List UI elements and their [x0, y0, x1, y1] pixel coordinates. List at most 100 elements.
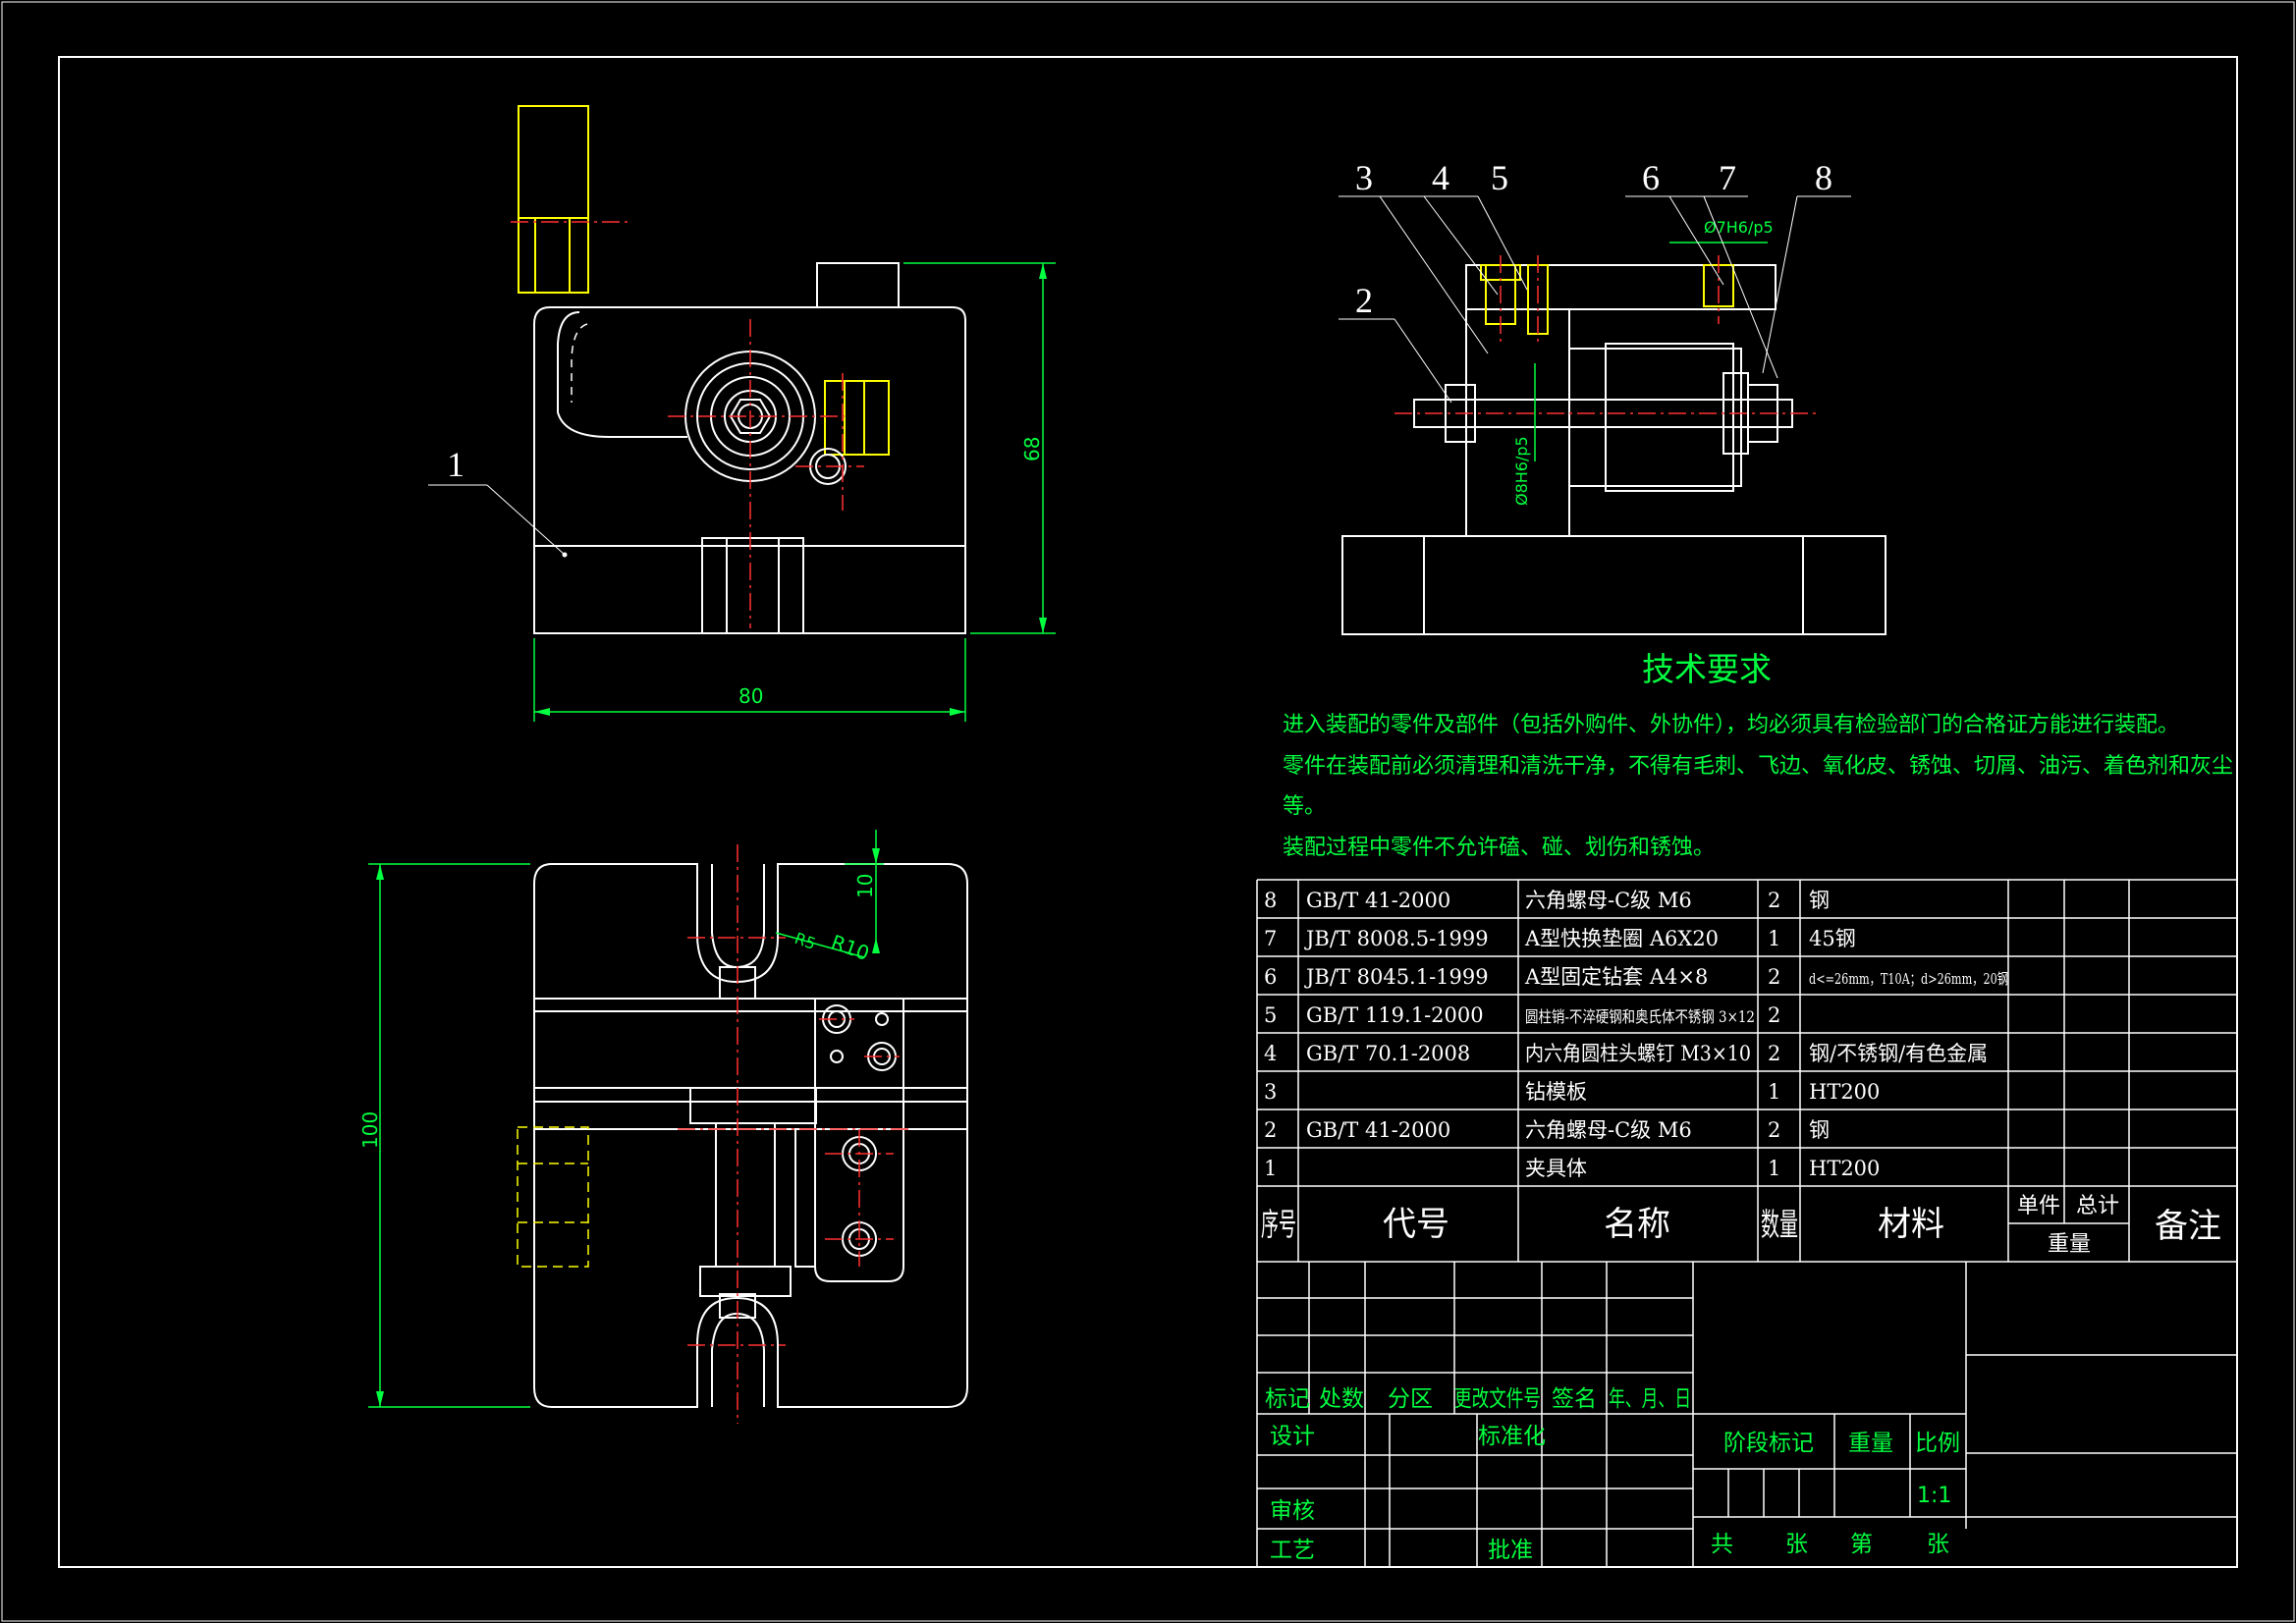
label-sheet-unit: 张	[1785, 1532, 1808, 1557]
bom-qty: 1	[1768, 1157, 1780, 1180]
bom-no: 1	[1264, 1157, 1277, 1180]
rev-label-sign: 签名	[1552, 1386, 1597, 1412]
bom-no: 7	[1264, 927, 1277, 950]
bom-row-6: 6 JB/T 8045.1-1999 A型固定钻套 A4×8 2 d<=26mm…	[1264, 965, 2008, 989]
tech-line-2: 零件在装配前必须清理和清洗干净，不得有毛刺、飞边、氧化皮、锈蚀、切屑、油污、着色…	[1283, 754, 2234, 779]
bom-row-5: 5 GB/T 119.1-2000 圆柱销-不淬硬钢和奥氏体不锈钢 3×12 2	[1264, 1003, 1780, 1027]
bom-no: 3	[1264, 1080, 1277, 1104]
dim-height-100: 100	[358, 1111, 382, 1149]
bom-no: 8	[1264, 889, 1277, 912]
balloon-2: 2	[1355, 281, 1373, 320]
bom-row-2: 2 GB/T 41-2000 六角螺母-C级 M6 2 钢	[1264, 1118, 1830, 1142]
bom-qty: 2	[1768, 1118, 1780, 1142]
rev-label-date: 年、月、日	[1609, 1386, 1691, 1412]
plan-view: 100 10 R10 R5	[358, 830, 968, 1424]
title-block-grid	[1257, 1262, 2237, 1568]
bom-no: 4	[1264, 1042, 1277, 1065]
bom-qty: 2	[1768, 965, 1780, 989]
rev-label-doc: 更改文件号	[1454, 1386, 1541, 1412]
fit-top: Ø7H6/p5	[1704, 218, 1774, 237]
label-sheet-no: 第	[1850, 1532, 1873, 1557]
tech-title: 技术要求	[1642, 650, 1772, 688]
balloon-3: 3	[1355, 158, 1373, 197]
bom-name: 夹具体	[1525, 1157, 1587, 1180]
header-name: 名称	[1604, 1205, 1670, 1244]
header-weight: 重量	[2048, 1232, 2091, 1257]
balloon-8: 8	[1815, 158, 1832, 197]
label-weight: 重量	[1848, 1431, 1893, 1456]
tech-line-3: 等。	[1283, 794, 1327, 819]
label-standardize: 标准化	[1478, 1424, 1546, 1449]
dim-width-80: 80	[738, 684, 763, 708]
bom-material: 钢	[1809, 1118, 1830, 1142]
dim-height-68: 68	[1020, 437, 1044, 461]
bom-material: HT200	[1809, 1157, 1880, 1180]
inner-border	[58, 56, 2238, 1568]
bom-row-3: 3 钻模板 1 HT200	[1264, 1080, 1880, 1104]
label-process: 工艺	[1270, 1538, 1315, 1563]
bom-qty: 1	[1768, 1080, 1780, 1104]
header-remark: 备注	[2155, 1207, 2221, 1246]
balloon-1: 1	[447, 445, 465, 484]
balloon-6: 6	[1642, 158, 1660, 197]
header-qty: 数量	[1761, 1206, 1798, 1243]
bom-qty: 2	[1768, 1003, 1780, 1027]
dim-radius-r5: R5	[793, 929, 819, 953]
header-code: 代号	[1383, 1205, 1449, 1244]
label-sheet-unit-2: 张	[1927, 1532, 1949, 1557]
scale-value: 1:1	[1917, 1484, 1951, 1508]
header-total: 总计	[2076, 1194, 2119, 1218]
bom-no: 2	[1264, 1118, 1277, 1142]
tech-line-4: 装配过程中零件不允许磕、碰、划伤和锈蚀。	[1283, 836, 1716, 860]
bom-row-7: 7 JB/T 8008.5-1999 A型快换垫圈 A6X20 1 45钢	[1264, 927, 1856, 950]
balloon-7: 7	[1719, 158, 1736, 197]
bom-material: HT200	[1809, 1080, 1880, 1104]
bom-code: JB/T 8045.1-1999	[1304, 965, 1489, 989]
label-approve: 批准	[1488, 1538, 1533, 1563]
bom-qty: 2	[1768, 1042, 1780, 1065]
balloon-4: 4	[1432, 158, 1449, 197]
bom-row-4: 4 GB/T 70.1-2008 内六角圆柱头螺钉 M3×10 2 钢/不锈钢/…	[1264, 1042, 1988, 1065]
label-design: 设计	[1270, 1424, 1315, 1449]
bom-row-8: 8 GB/T 41-2000 六角螺母-C级 M6 2 钢	[1264, 889, 1830, 912]
bom-name: 圆柱销-不淬硬钢和奥氏体不锈钢 3×12	[1525, 1007, 1755, 1026]
bom-material: 钢	[1809, 889, 1830, 912]
bom-material: 钢/不锈钢/有色金属	[1809, 1042, 1988, 1065]
front-view: 80 68 1	[428, 105, 1056, 722]
bom-name: 钻模板	[1525, 1080, 1587, 1104]
bom-code: GB/T 41-2000	[1306, 889, 1450, 912]
bom-header: 序号 代号 名称 数量 材料 单件 总计 重量 备注	[1261, 1194, 2221, 1257]
bom-code: GB/T 119.1-2000	[1306, 1003, 1484, 1027]
bom-no: 6	[1264, 965, 1277, 989]
bom-code: GB/T 41-2000	[1306, 1118, 1450, 1142]
bom-name: A型快换垫圈 A6X20	[1524, 927, 1719, 950]
rev-label-mark: 标记	[1265, 1386, 1310, 1412]
bom-row-1: 1 夹具体 1 HT200	[1264, 1157, 1880, 1180]
bom-no: 5	[1264, 1003, 1277, 1027]
dim-radius-r10: R10	[828, 930, 872, 965]
bom-material: d<=26mm，T10A；d>26mm，20钢	[1809, 970, 2008, 988]
fit-left: Ø8H6/p5	[1512, 436, 1531, 506]
bom-name: 六角螺母-C级 M6	[1525, 1118, 1692, 1142]
bom-material: 45钢	[1809, 927, 1856, 950]
title-block-labels: 标记 处数 分区 更改文件号 签名 年、月、日 设计 标准化 审核 工艺 批准 …	[1265, 1386, 1960, 1563]
header-unit: 单件	[2017, 1194, 2060, 1218]
section-view: Ø7H6/p5 Ø8H6/p5 3 4 5 2 6 7 8	[1339, 158, 1886, 635]
bom-table	[1256, 879, 2237, 1567]
bom-name: 内六角圆柱头螺钉 M3×10	[1525, 1042, 1751, 1065]
bom-code: JB/T 8008.5-1999	[1304, 927, 1489, 950]
label-review: 审核	[1270, 1498, 1315, 1524]
rev-label-zone: 分区	[1388, 1386, 1433, 1412]
bom-qty: 1	[1768, 927, 1780, 950]
rev-label-count: 处数	[1319, 1386, 1364, 1412]
header-material: 材料	[1878, 1205, 1944, 1244]
balloon-5: 5	[1491, 158, 1508, 197]
label-scale: 比例	[1915, 1431, 1960, 1456]
bom-name: 六角螺母-C级 M6	[1525, 889, 1692, 912]
dim-top-10: 10	[853, 874, 877, 898]
bom-name: A型固定钻套 A4×8	[1524, 965, 1708, 989]
label-sheet-total: 共	[1711, 1532, 1733, 1557]
bom-code: GB/T 70.1-2008	[1306, 1042, 1470, 1065]
